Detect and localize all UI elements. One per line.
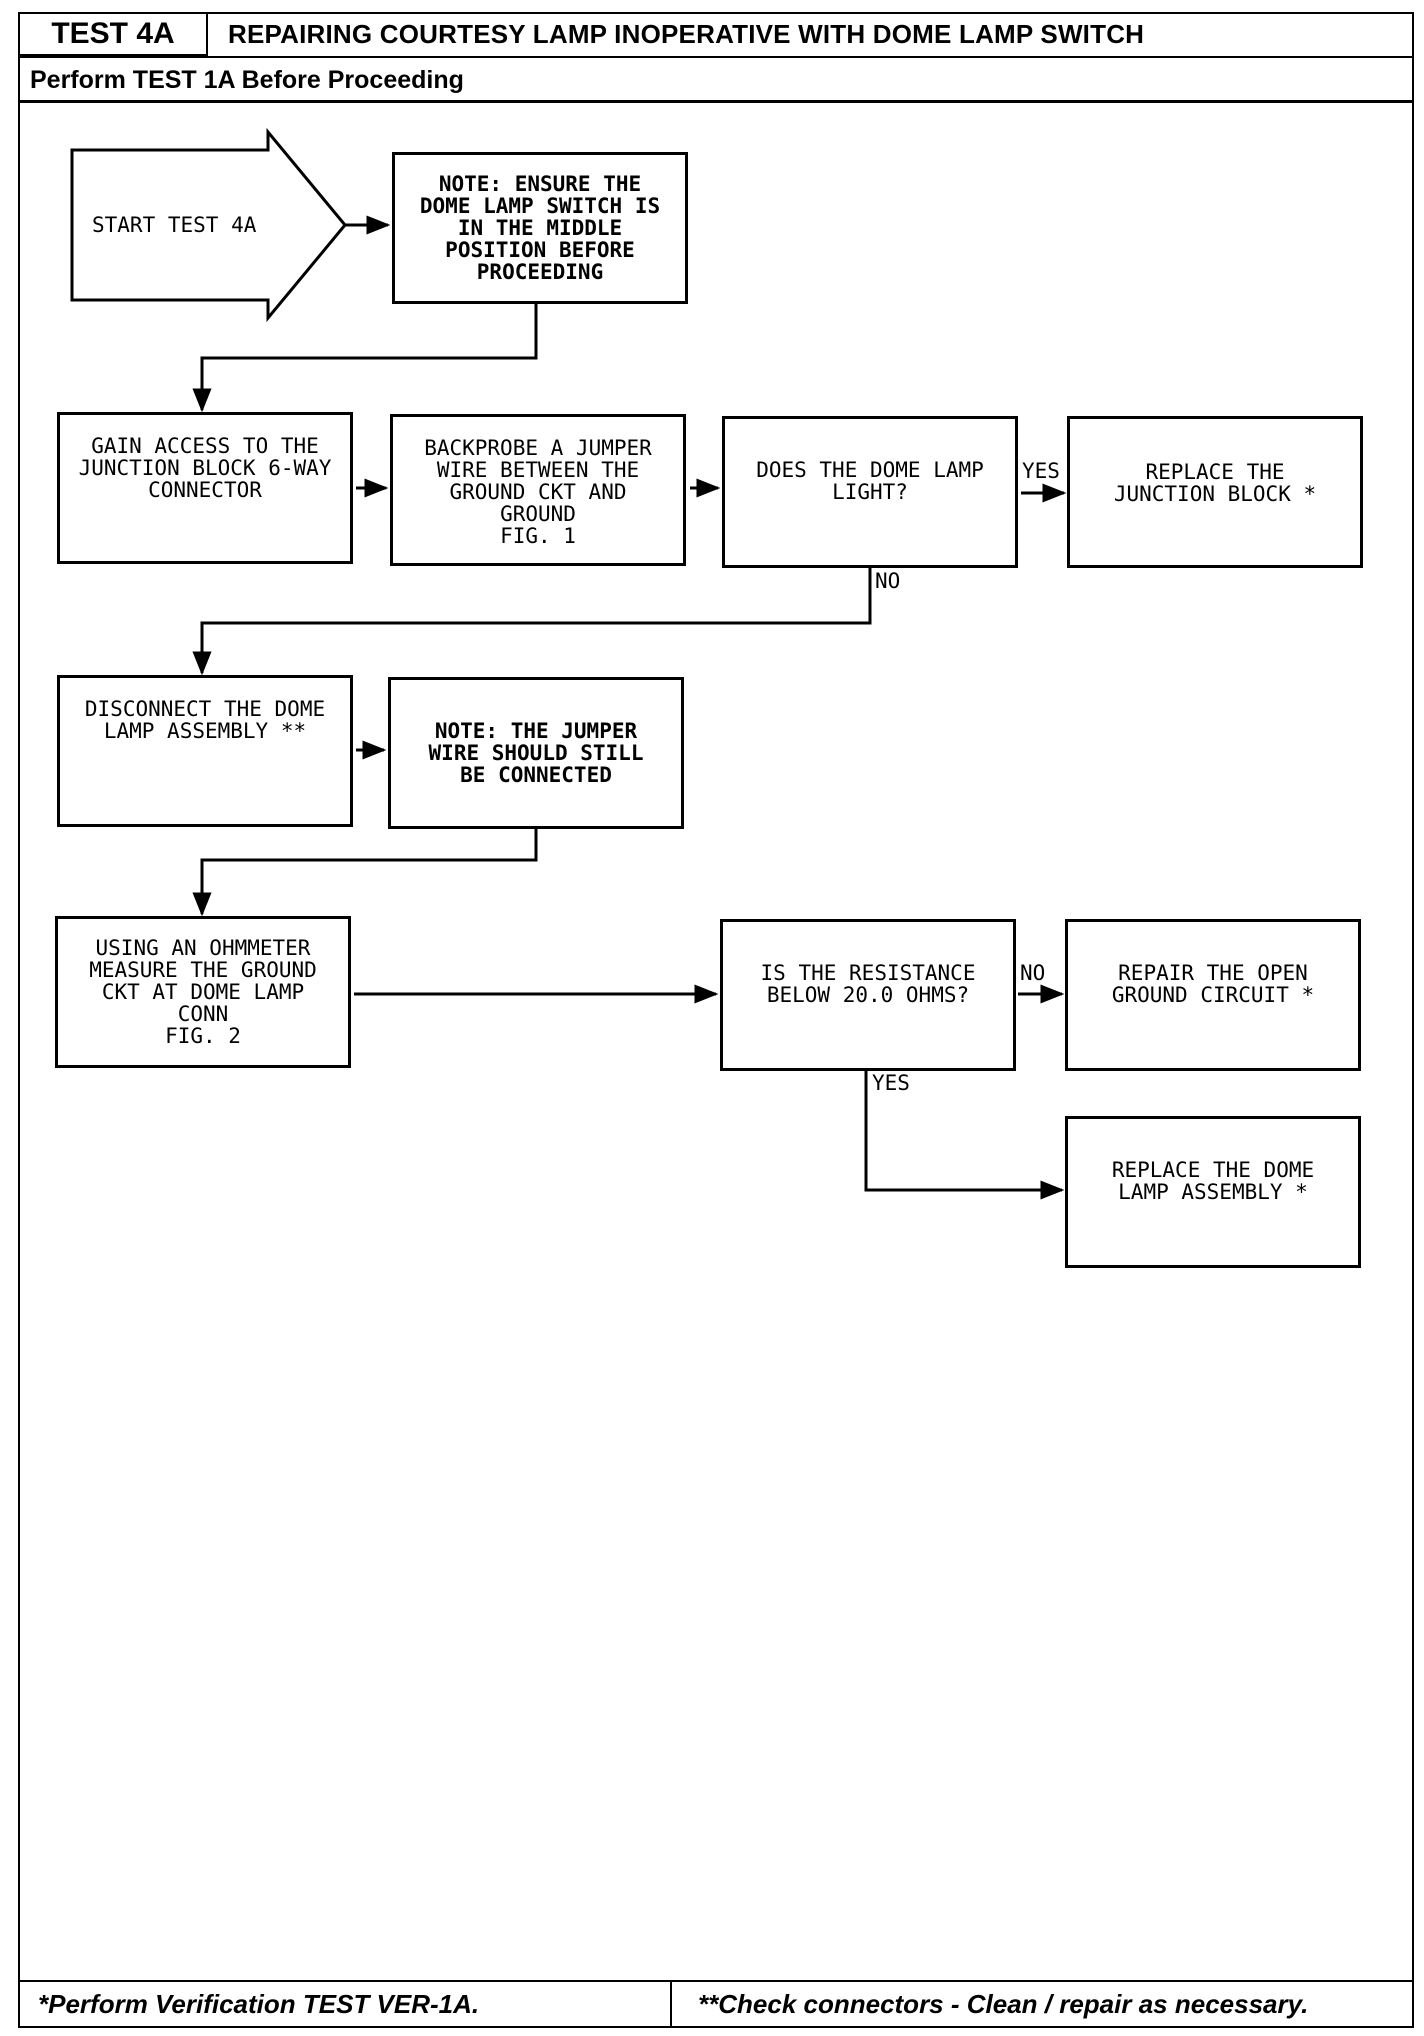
- question-dome-lamp-light: DOES THE DOME LAMP LIGHT?: [722, 416, 1018, 568]
- footer-connectors-note: **Check connectors - Clean / repair as n…: [698, 1988, 1309, 2019]
- branch-label-yes: YES: [872, 1071, 910, 1095]
- footer-divider: [670, 1980, 672, 2028]
- page-title: REPAIRING COURTESY LAMP INOPERATIVE WITH…: [228, 18, 1145, 49]
- branch-label-no: NO: [875, 569, 901, 593]
- note-middle-position: NOTE: ENSURE THE DOME LAMP SWITCH IS IN …: [392, 152, 688, 304]
- page-subtitle: Perform TEST 1A Before Proceeding: [30, 65, 464, 94]
- branch-label-no: NO: [1020, 961, 1046, 985]
- replace-junction-block-box: REPLACE THE JUNCTION BLOCK *: [1067, 416, 1363, 568]
- footer-verification-note: *Perform Verification TEST VER-1A.: [38, 1988, 480, 2019]
- gain-access-box: GAIN ACCESS TO THE JUNCTION BLOCK 6-WAY …: [57, 412, 353, 564]
- test-id-box: TEST 4A: [18, 12, 208, 56]
- page-frame: [18, 12, 1414, 2028]
- header-rule: [18, 56, 1414, 58]
- branch-label-yes: YES: [1022, 459, 1060, 483]
- backprobe-box: BACKPROBE A JUMPER WIRE BETWEEN THE GROU…: [390, 414, 686, 566]
- repair-open-ground-box: REPAIR THE OPEN GROUND CIRCUIT *: [1065, 919, 1361, 1071]
- start-label: START TEST 4A: [92, 213, 257, 237]
- question-resistance-below: IS THE RESISTANCE BELOW 20.0 OHMS?: [720, 919, 1016, 1071]
- subtitle-rule: [18, 100, 1414, 103]
- disconnect-dome-lamp-box: DISCONNECT THE DOME LAMP ASSEMBLY **: [57, 675, 353, 827]
- ohmmeter-measure-box: USING AN OHMMETER MEASURE THE GROUND CKT…: [55, 916, 351, 1068]
- note-jumper-connected: NOTE: THE JUMPER WIRE SHOULD STILL BE CO…: [388, 677, 684, 829]
- footer-rule: [18, 1980, 1414, 1982]
- replace-dome-lamp-box: REPLACE THE DOME LAMP ASSEMBLY *: [1065, 1116, 1361, 1268]
- start-arrow-shape: [70, 127, 347, 323]
